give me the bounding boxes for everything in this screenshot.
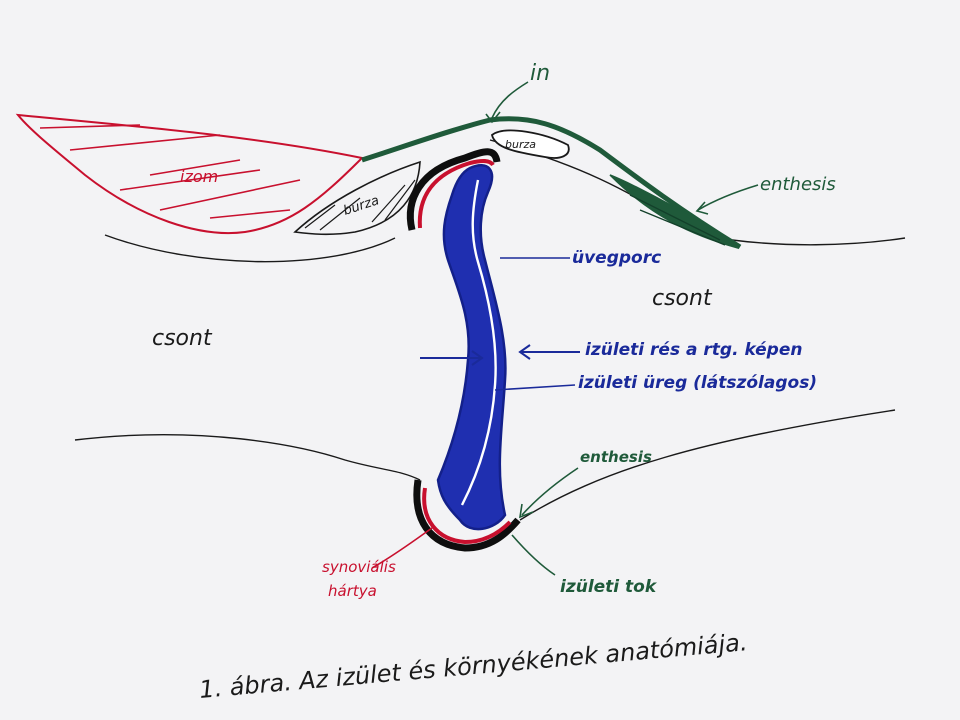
pointer-res-left-arrowhead xyxy=(471,350,484,366)
pointer-in-arrowhead xyxy=(485,111,501,124)
pointer-in xyxy=(491,81,529,119)
joint-capsule-bottom xyxy=(413,479,521,552)
label-enthesis-top: enthesis xyxy=(760,174,836,195)
tendon-shape xyxy=(361,116,742,250)
label-burza-left: burza xyxy=(342,193,382,219)
pointer-enthesis-bottom-arrowhead xyxy=(518,503,534,519)
label-uvegporc: üvegporc xyxy=(572,248,661,268)
label-hartya: hártya xyxy=(328,582,377,600)
pointer-res-right-arrowhead xyxy=(518,344,531,360)
pointer-enthesis-top-arrowhead xyxy=(695,201,709,215)
label-izuleti-tok: izületi tok xyxy=(560,577,658,597)
label-csont-left: csont xyxy=(152,326,213,351)
joint-capsule-top xyxy=(406,148,501,231)
lower-bone-outline xyxy=(74,409,896,521)
label-synovialis: synoviális xyxy=(322,558,396,576)
label-izuleti-ureg: izületi üreg (látszólagos) xyxy=(578,373,817,393)
label-csont-right: csont xyxy=(652,286,713,311)
label-izuleti-res: izületi rés a rtg. képen xyxy=(585,340,802,360)
pointer-ureg xyxy=(494,384,576,391)
bursa-top-shape xyxy=(490,129,570,159)
synovial-membrane-bottom xyxy=(422,487,512,545)
muscle-shape xyxy=(15,113,365,234)
cartilage-shape xyxy=(436,164,507,531)
bursa-left-shape xyxy=(293,160,421,236)
upper-bone-outline xyxy=(104,139,906,263)
label-in: in xyxy=(530,61,550,86)
label-izom: izom xyxy=(180,167,218,186)
pointer-synovialis xyxy=(371,527,433,569)
pointer-enthesis-bottom xyxy=(521,467,579,516)
label-burza-top: burza xyxy=(505,138,536,151)
label-enthesis-bottom: enthesis xyxy=(580,448,652,466)
synovial-membrane-top xyxy=(417,158,495,229)
joint-space-line xyxy=(460,179,497,506)
figure-caption: 1. ábra. Az izület és környékének anatóm… xyxy=(198,628,748,704)
pointer-enthesis-top xyxy=(697,184,759,211)
pointer-izuleti-tok xyxy=(511,534,556,576)
